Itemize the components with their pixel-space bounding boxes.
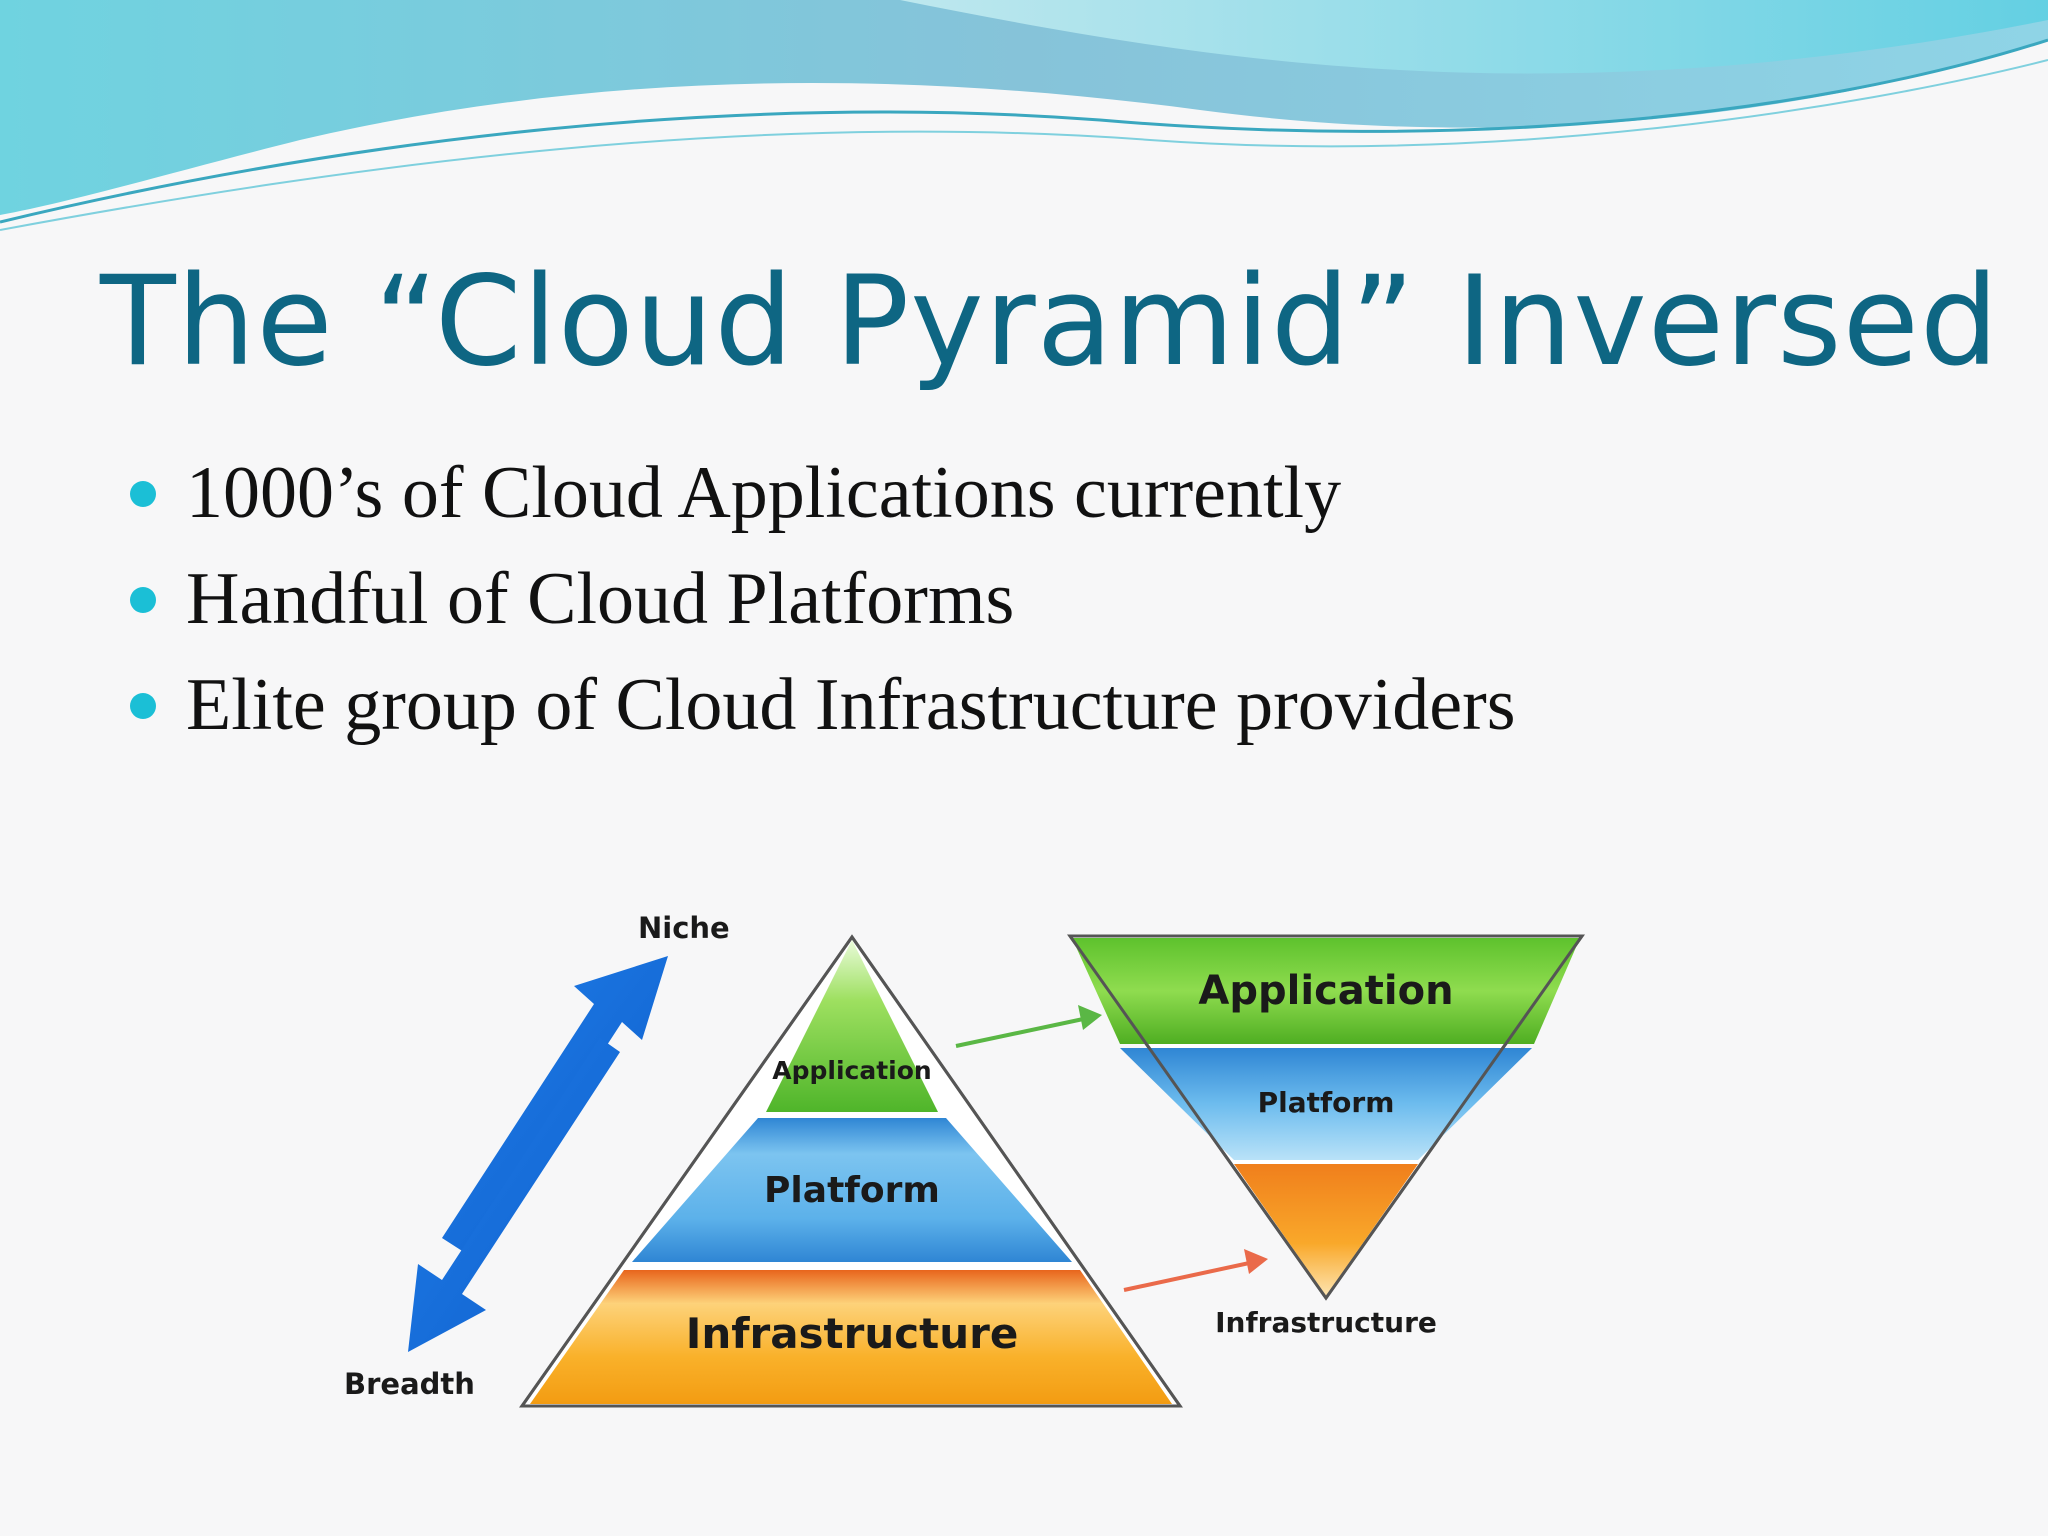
breadth-label: Breadth xyxy=(344,1367,475,1401)
inverted-pyramid xyxy=(1067,934,1585,1301)
pyramid-application-label: Application xyxy=(772,1056,931,1085)
inverted-infrastructure-label: Infrastructure xyxy=(1215,1306,1437,1339)
bullet-item: 1000’s of Cloud Applications currently xyxy=(130,440,1516,546)
orange-connector-arrow xyxy=(1123,1249,1268,1292)
pyramid-platform-layer xyxy=(632,1118,1072,1262)
niche-breadth-arrow xyxy=(408,956,668,1352)
inverted-application-label: Application xyxy=(1198,968,1453,1014)
pyramid-infrastructure-layer xyxy=(530,1270,1172,1404)
niche-label: Niche xyxy=(638,911,730,945)
bullet-dot-icon xyxy=(130,587,156,613)
bullet-text: Handful of Cloud Platforms xyxy=(186,558,1015,640)
niche-arrowhead xyxy=(442,956,668,1256)
bullet-text: Elite group of Cloud Infrastructure prov… xyxy=(186,664,1516,746)
breadth-arrowhead xyxy=(408,1038,620,1352)
bullet-item: Handful of Cloud Platforms xyxy=(130,546,1516,652)
bullet-dot-icon xyxy=(130,481,156,507)
inverted-platform-label: Platform xyxy=(1258,1086,1395,1119)
inverted-infrastructure-layer xyxy=(1234,1164,1418,1296)
bullet-item: Elite group of Cloud Infrastructure prov… xyxy=(130,652,1516,758)
pyramid-infrastructure-label: Infrastructure xyxy=(686,1309,1019,1358)
inverted-platform-layer xyxy=(1120,1048,1532,1160)
slide-title: The “Cloud Pyramid” Inversed xyxy=(100,250,2000,394)
pyramid xyxy=(519,934,1183,1408)
pyramid-application-layer xyxy=(766,940,938,1112)
pyramid-platform-label: Platform xyxy=(764,1170,940,1211)
green-connector-arrow xyxy=(955,1005,1102,1048)
bullet-list: 1000’s of Cloud Applications currently H… xyxy=(130,440,1516,758)
header-wave-decoration xyxy=(0,0,2048,231)
bullet-dot-icon xyxy=(130,693,156,719)
inverted-application-layer xyxy=(1072,938,1580,1044)
bullet-text: 1000’s of Cloud Applications currently xyxy=(186,452,1342,534)
